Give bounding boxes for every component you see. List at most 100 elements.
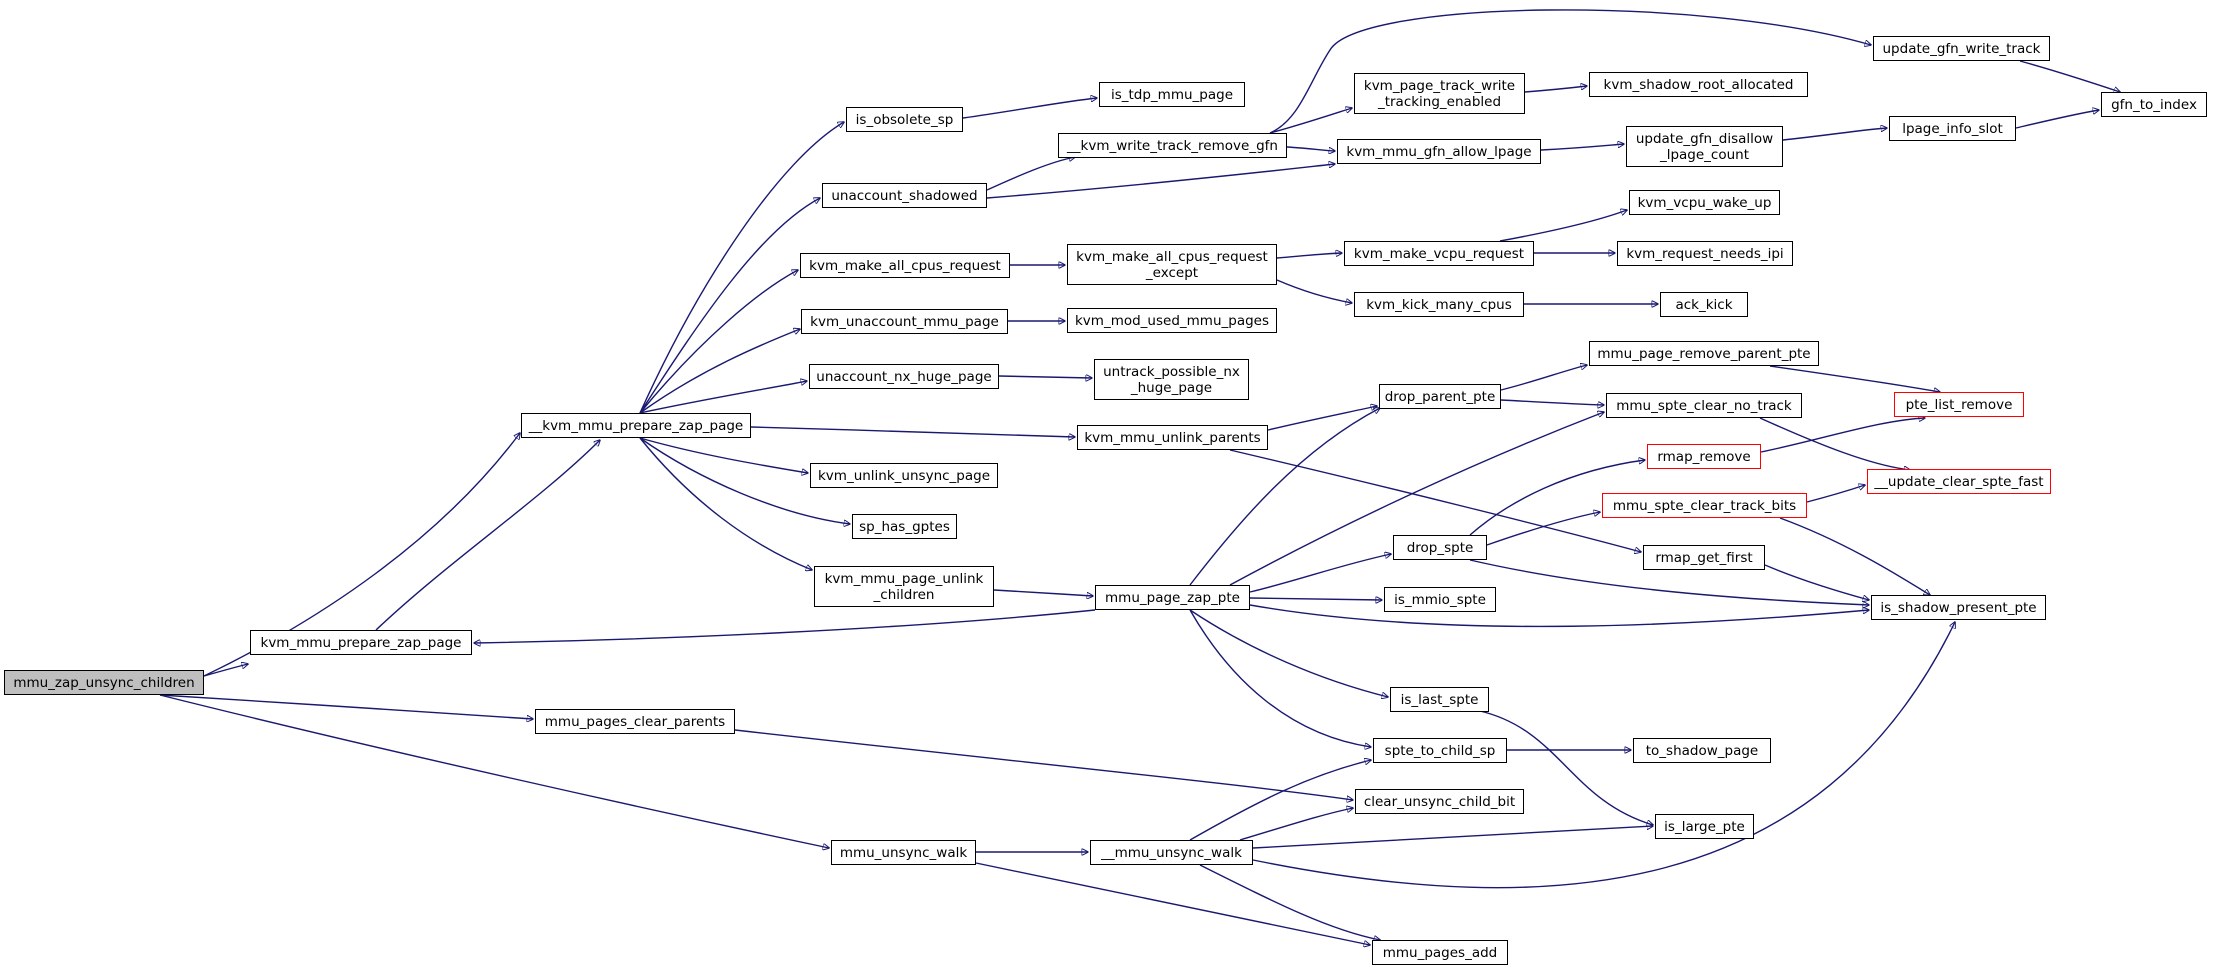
edge-unaccount-shadowed-to-__kvm-write-track-remove-gfn: [986, 157, 1075, 191]
edge-__kvm-to-is-obsolete-sp: [639, 122, 844, 414]
edge-update-gfn-write-track-to-gfn-to-index: [2019, 60, 2120, 92]
node-gfn-to-index[interactable]: gfn_to_index: [2101, 92, 2207, 117]
node-kvm-unlink-unsync-page[interactable]: kvm_unlink_unsync_page: [810, 463, 998, 488]
edge-__kvm-write-track-to-update-gfn-write-track: [1269, 9, 1871, 134]
node-is-shadow-present-pte[interactable]: is_shadow_present_pte: [1871, 595, 2046, 620]
node-__kvm-write-track-remove-gfn[interactable]: __kvm_write_track_remove_gfn: [1058, 133, 1287, 158]
edge-root-to-mmu-unsync-walk: [159, 694, 829, 848]
edge-kvm-mmu-page-unlink-children-to-mmu-page-zap-pte: [993, 589, 1093, 596]
node-ack-kick[interactable]: ack_kick: [1660, 292, 1748, 317]
node-__update-clear-spte-fast[interactable]: __update_clear_spte_fast: [1867, 469, 2051, 494]
node-mmu-page-remove-parent-pte[interactable]: mmu_page_remove_parent_pte: [1589, 341, 1819, 366]
node-update-gfn-disallow-lpage-count[interactable]: update_gfn_disallow _lpage_count: [1626, 126, 1783, 167]
node-to-shadow-page[interactable]: to_shadow_page: [1633, 738, 1771, 763]
edge-__kvm-write-track-to-kvm-mmu-gfn-allow-lpage: [1286, 146, 1335, 151]
edge-__kvm-to-kvm-mmu-page-unlink-children: [639, 437, 812, 570]
edge-__kvm-to-unaccount-shadowed: [639, 198, 820, 414]
edge-kvm-mmu-unlink-parents-to-rmap-get-first: [1229, 449, 1641, 552]
edge-__kvm-write-track-to-kvm-page-track-write-tracking-enabled: [1269, 108, 1352, 134]
node-kvm-unaccount-mmu-page[interactable]: kvm_unaccount_mmu_page: [801, 309, 1008, 334]
edge-__kvm-to-kvm-unaccount-mmu-page: [639, 329, 800, 414]
node-mmu-pages-clear-parents[interactable]: mmu_pages_clear_parents: [535, 709, 735, 734]
node-kvm-kick-many-cpus[interactable]: kvm_kick_many_cpus: [1354, 292, 1524, 317]
edge-mmu-unsync-walk-to-mmu-pages-add: [975, 862, 1370, 945]
edge-__mmu-unsync-walk-to-is-large-pte: [1252, 826, 1653, 849]
edge-mmu-page-zap-pte-to-kvm-mmu-prepare-zap-page: [474, 609, 1096, 643]
edge-__mmu-unsync-walk-to-is-shadow-present-pte: [1252, 622, 1955, 889]
edge-__kvm-to-kvm-make-all-cpus-request: [639, 270, 798, 414]
node-clear-unsync-child-bit[interactable]: clear_unsync_child_bit: [1355, 789, 1524, 814]
edge-drop-spte-to-rmap-remove: [1469, 460, 1645, 536]
node-mmu-pages-add[interactable]: mmu_pages_add: [1372, 940, 1508, 965]
node-kvm-mod-used-mmu-pages[interactable]: kvm_mod_used_mmu_pages: [1067, 308, 1277, 333]
node-drop-parent-pte[interactable]: drop_parent_pte: [1379, 384, 1501, 409]
edge-except-to-kvm-kick-many-cpus: [1276, 279, 1352, 303]
edge-unaccount-nx-huge-page-to-untrack: [998, 376, 1092, 378]
edge-__mmu-unsync-walk-to-mmu-pages-add: [1199, 864, 1380, 940]
edge-__mmu-unsync-walk-to-clear-unsync-child-bit: [1239, 808, 1353, 841]
edge-unaccount-shadowed-to-kvm-mmu-gfn-allow-lpage: [986, 164, 1335, 199]
node-kvm-vcpu-wake-up[interactable]: kvm_vcpu_wake_up: [1629, 190, 1780, 215]
node-is-obsolete-sp[interactable]: is_obsolete_sp: [846, 107, 963, 132]
edge-__kvm-to-sp-has-gptes: [639, 437, 850, 524]
node-rmap-get-first[interactable]: rmap_get_first: [1643, 545, 1765, 570]
node-kvm-make-all-cpus-request-except[interactable]: kvm_make_all_cpus_request _except: [1067, 244, 1277, 285]
edge-kvm-mmu-prepare-zap-page-to-__kvm-mmu-prepare-zap-page: [375, 440, 600, 631]
node-kvm-shadow-root-allocated[interactable]: kvm_shadow_root_allocated: [1589, 72, 1808, 97]
edge-mmu-page-remove-parent-pte-to-pte-list-remove: [1769, 365, 1940, 392]
node-mmu-page-zap-pte[interactable]: mmu_page_zap_pte: [1095, 585, 1250, 610]
node-sp-has-gptes[interactable]: sp_has_gptes: [852, 514, 957, 539]
edge-__kvm-to-kvm-mmu-unlink-parents: [750, 426, 1075, 437]
node-update-gfn-write-track[interactable]: update_gfn_write_track: [1873, 36, 2050, 61]
node-rmap-remove[interactable]: rmap_remove: [1647, 444, 1761, 469]
node-is-large-pte[interactable]: is_large_pte: [1655, 814, 1754, 839]
edge-mmu-page-zap-pte-to-mmu-spte-clear-no-track: [1229, 412, 1604, 586]
edge-__kvm-to-unaccount-nx-huge-page: [639, 381, 807, 414]
node-drop-spte[interactable]: drop_spte: [1393, 535, 1487, 560]
edge-lpage-info-slot-to-gfn-to-index: [2015, 110, 2099, 129]
node-kvm-mmu-gfn-allow-lpage[interactable]: kvm_mmu_gfn_allow_lpage: [1337, 139, 1541, 164]
edge-kvm-page-track-write-tracking-enabled-to-kvm-shadow-root-allocated: [1524, 86, 1587, 93]
node-__mmu-unsync-walk[interactable]: __mmu_unsync_walk: [1090, 840, 1253, 865]
node-mmu-zap-unsync-children: mmu_zap_unsync_children: [4, 670, 204, 695]
node-is-last-spte[interactable]: is_last_spte: [1390, 687, 1489, 712]
edge-mmu-page-zap-pte-to-is-last-spte: [1189, 609, 1388, 697]
edge-kvm-mmu-unlink-parents-to-drop-parent-pte: [1267, 406, 1377, 431]
edge-rmap-get-first-to-is-shadow-present-pte: [1764, 564, 1869, 600]
edge-drop-parent-pte-to-mmu-spte-clear-no-track: [1500, 399, 1604, 405]
node-kvm-mmu-unlink-parents[interactable]: kvm_mmu_unlink_parents: [1077, 425, 1268, 450]
edge-kvm-mmu-gfn-allow-lpage-to-update-gfn-disallow-lpage-count: [1540, 144, 1624, 151]
node-unaccount-nx-huge-page[interactable]: unaccount_nx_huge_page: [809, 364, 999, 389]
edge-mmu-pages-clear-parents-to-clear-unsync-child-bit: [734, 729, 1353, 800]
edge-drop-spte-to-is-shadow-present-pte: [1469, 559, 1869, 605]
node-mmu-unsync-walk[interactable]: mmu_unsync_walk: [831, 840, 976, 865]
node-kvm-make-vcpu-request[interactable]: kvm_make_vcpu_request: [1344, 241, 1534, 266]
node-pte-list-remove[interactable]: pte_list_remove: [1894, 392, 2024, 417]
edge-rmap-remove-to-pte-list-remove: [1760, 418, 1925, 453]
node-spte-to-child-sp[interactable]: spte_to_child_sp: [1373, 738, 1507, 763]
edge-root-to-mmu-pages-clear-parents: [159, 694, 533, 719]
node-is-mmio-spte[interactable]: is_mmio_spte: [1384, 587, 1496, 612]
node-kvm-mmu-prepare-zap-page[interactable]: kvm_mmu_prepare_zap_page: [250, 630, 472, 655]
edge-mmu-spte-clear-no-track-to-__update-clear-spte-fast: [1759, 417, 1910, 470]
node-kvm-mmu-page-unlink-children[interactable]: kvm_mmu_page_unlink _children: [814, 566, 994, 607]
node-lpage-info-slot[interactable]: lpage_info_slot: [1889, 116, 2016, 141]
node-__kvm-mmu-prepare-zap-page[interactable]: __kvm_mmu_prepare_zap_page: [521, 413, 751, 438]
edge-mmu-page-zap-pte-to-is-mmio-spte: [1249, 598, 1382, 600]
node-mmu-spte-clear-no-track[interactable]: mmu_spte_clear_no_track: [1606, 393, 1802, 418]
node-untrack-possible-nx-huge-page[interactable]: untrack_possible_nx _huge_page: [1094, 359, 1249, 400]
node-unaccount-shadowed[interactable]: unaccount_shadowed: [822, 183, 987, 208]
node-kvm-page-track-write-tracking-enabled[interactable]: kvm_page_track_write _tracking_enabled: [1354, 73, 1525, 114]
edge-is-obsolete-sp-to-is-tdp-mmu-page: [962, 98, 1097, 119]
node-kvm-request-needs-ipi[interactable]: kvm_request_needs_ipi: [1617, 241, 1793, 266]
edge-__mmu-unsync-walk-to-spte-to-child-sp: [1189, 760, 1371, 841]
edge-drop-parent-pte-to-mmu-page-remove-parent-pte: [1500, 365, 1587, 391]
node-is-tdp-mmu-page[interactable]: is_tdp_mmu_page: [1099, 82, 1245, 107]
edge-update-gfn-disallow-lpage-count-to-lpage-info-slot: [1782, 128, 1887, 141]
node-kvm-make-all-cpus-request[interactable]: kvm_make_all_cpus_request: [800, 253, 1010, 278]
edge-mmu-page-zap-pte-to-spte-to-child-sp: [1189, 609, 1371, 747]
node-mmu-spte-clear-track-bits[interactable]: mmu_spte_clear_track_bits: [1602, 493, 1807, 518]
edge-except-to-kvm-make-vcpu-request: [1276, 253, 1342, 259]
